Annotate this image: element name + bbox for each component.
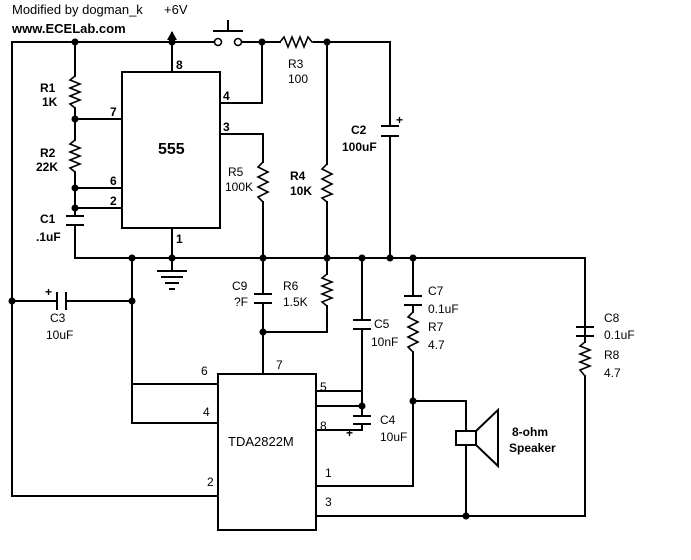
c9-value: ?F [234, 295, 248, 309]
resistor-r7 [406, 311, 420, 353]
tda-pin-3: 3 [325, 495, 332, 509]
r7-ref: R7 [428, 320, 444, 334]
spk-top [412, 400, 467, 432]
c2-value: 100uF [342, 140, 377, 154]
ic555-pin-6: 6 [110, 174, 117, 188]
wires [11, 32, 586, 517]
pin4-tda-wire [131, 300, 219, 424]
r3-value: 100 [288, 72, 308, 86]
c8-ref: C8 [604, 311, 620, 325]
supply-arrow-icon [167, 31, 177, 40]
resistor-r6 [319, 273, 335, 307]
capacitor-c2: + [381, 113, 403, 137]
pin3-wire [219, 133, 264, 295]
svg-text:+: + [45, 285, 52, 299]
r2-value: 22K [36, 160, 58, 174]
credit-text: Modified by dogman_k [12, 2, 143, 17]
ic555-pin-8: 8 [176, 58, 183, 72]
tda-pin-4: 4 [203, 405, 210, 419]
resistor-r5 [256, 161, 270, 203]
push-button-switch [213, 20, 243, 47]
c5-ref: C5 [374, 317, 390, 331]
junctions [8, 38, 470, 520]
capacitor-c8 [576, 326, 594, 337]
r6-value: 1.5K [283, 295, 308, 309]
resistor-r1 [67, 75, 83, 109]
c2-ref: C2 [351, 123, 367, 137]
capacitor-c7 [404, 295, 422, 306]
c7-value: 0.1uF [428, 302, 459, 316]
ic555-pin-7: 7 [110, 105, 117, 119]
left-rail [11, 41, 219, 497]
resistor-r4 [320, 163, 334, 203]
tda-pin-6: 6 [201, 364, 208, 378]
ic-555-label: 555 [158, 141, 185, 158]
resistor-r3 [279, 34, 314, 50]
c9-r6-wire [262, 302, 328, 333]
capacitor-c9 [254, 293, 272, 304]
ground-icon [157, 270, 187, 290]
c4-ref: C4 [380, 413, 396, 427]
svg-text:+: + [346, 426, 353, 440]
r1-value: 1K [42, 95, 58, 109]
r8-value: 4.7 [604, 366, 621, 380]
resistor-r2 [67, 139, 83, 173]
capacitor-c4: + [346, 415, 371, 440]
speaker-label-2: Speaker [509, 441, 556, 455]
ic555-pin-1: 1 [176, 232, 183, 246]
tda-pin-5: 5 [320, 380, 327, 394]
capacitor-c1 [66, 215, 84, 226]
c3-value: 10uF [46, 328, 73, 342]
speaker-label-1: 8-ohm [512, 425, 548, 439]
r1-ref: R1 [40, 81, 56, 95]
c7-ref: C7 [428, 284, 444, 298]
r4-value: 10K [290, 184, 312, 198]
c9-ref: C9 [232, 279, 248, 293]
c1-ref: C1 [40, 212, 56, 226]
ic555-pin-2: 2 [110, 194, 117, 208]
c7-wire [315, 257, 414, 487]
r5-value: 100K [225, 180, 253, 194]
ic-555 [121, 71, 221, 229]
tda-pin-8: 8 [320, 419, 327, 433]
r4-ref: R4 [290, 169, 306, 183]
ic555-pin-4: 4 [223, 89, 230, 103]
r3-ref: R3 [288, 57, 304, 71]
capacitor-c5 [353, 319, 371, 330]
c4-value: 10uF [380, 430, 407, 444]
tda-pin-2: 2 [207, 475, 214, 489]
svg-text:+: + [396, 113, 403, 127]
r6-ref: R6 [283, 279, 299, 293]
ic555-pin-3: 3 [223, 120, 230, 134]
r5-ref: R5 [228, 165, 244, 179]
ic-tda2822m [217, 373, 317, 531]
pin4-wire [219, 41, 263, 104]
c3-ref: C3 [50, 311, 66, 325]
ground-rail [74, 257, 586, 334]
c1-value: .1uF [36, 230, 61, 244]
r7-value: 4.7 [428, 338, 445, 352]
capacitor-c3: + [45, 285, 67, 310]
r8-ref: R8 [604, 348, 620, 362]
resistor-r8 [577, 341, 593, 377]
r2-ref: R2 [40, 146, 56, 160]
tda-pin-7: 7 [276, 358, 283, 372]
c8-value: 0.1uF [604, 328, 635, 342]
site-text: www.ECELab.com [11, 21, 126, 36]
tda-pin-1: 1 [325, 466, 332, 480]
supply-label: +6V [164, 2, 188, 17]
ic-tda-label: TDA2822M [228, 434, 294, 449]
spk-bottom [465, 375, 586, 517]
c5-value: 10nF [371, 335, 398, 349]
speaker-icon [455, 407, 499, 469]
